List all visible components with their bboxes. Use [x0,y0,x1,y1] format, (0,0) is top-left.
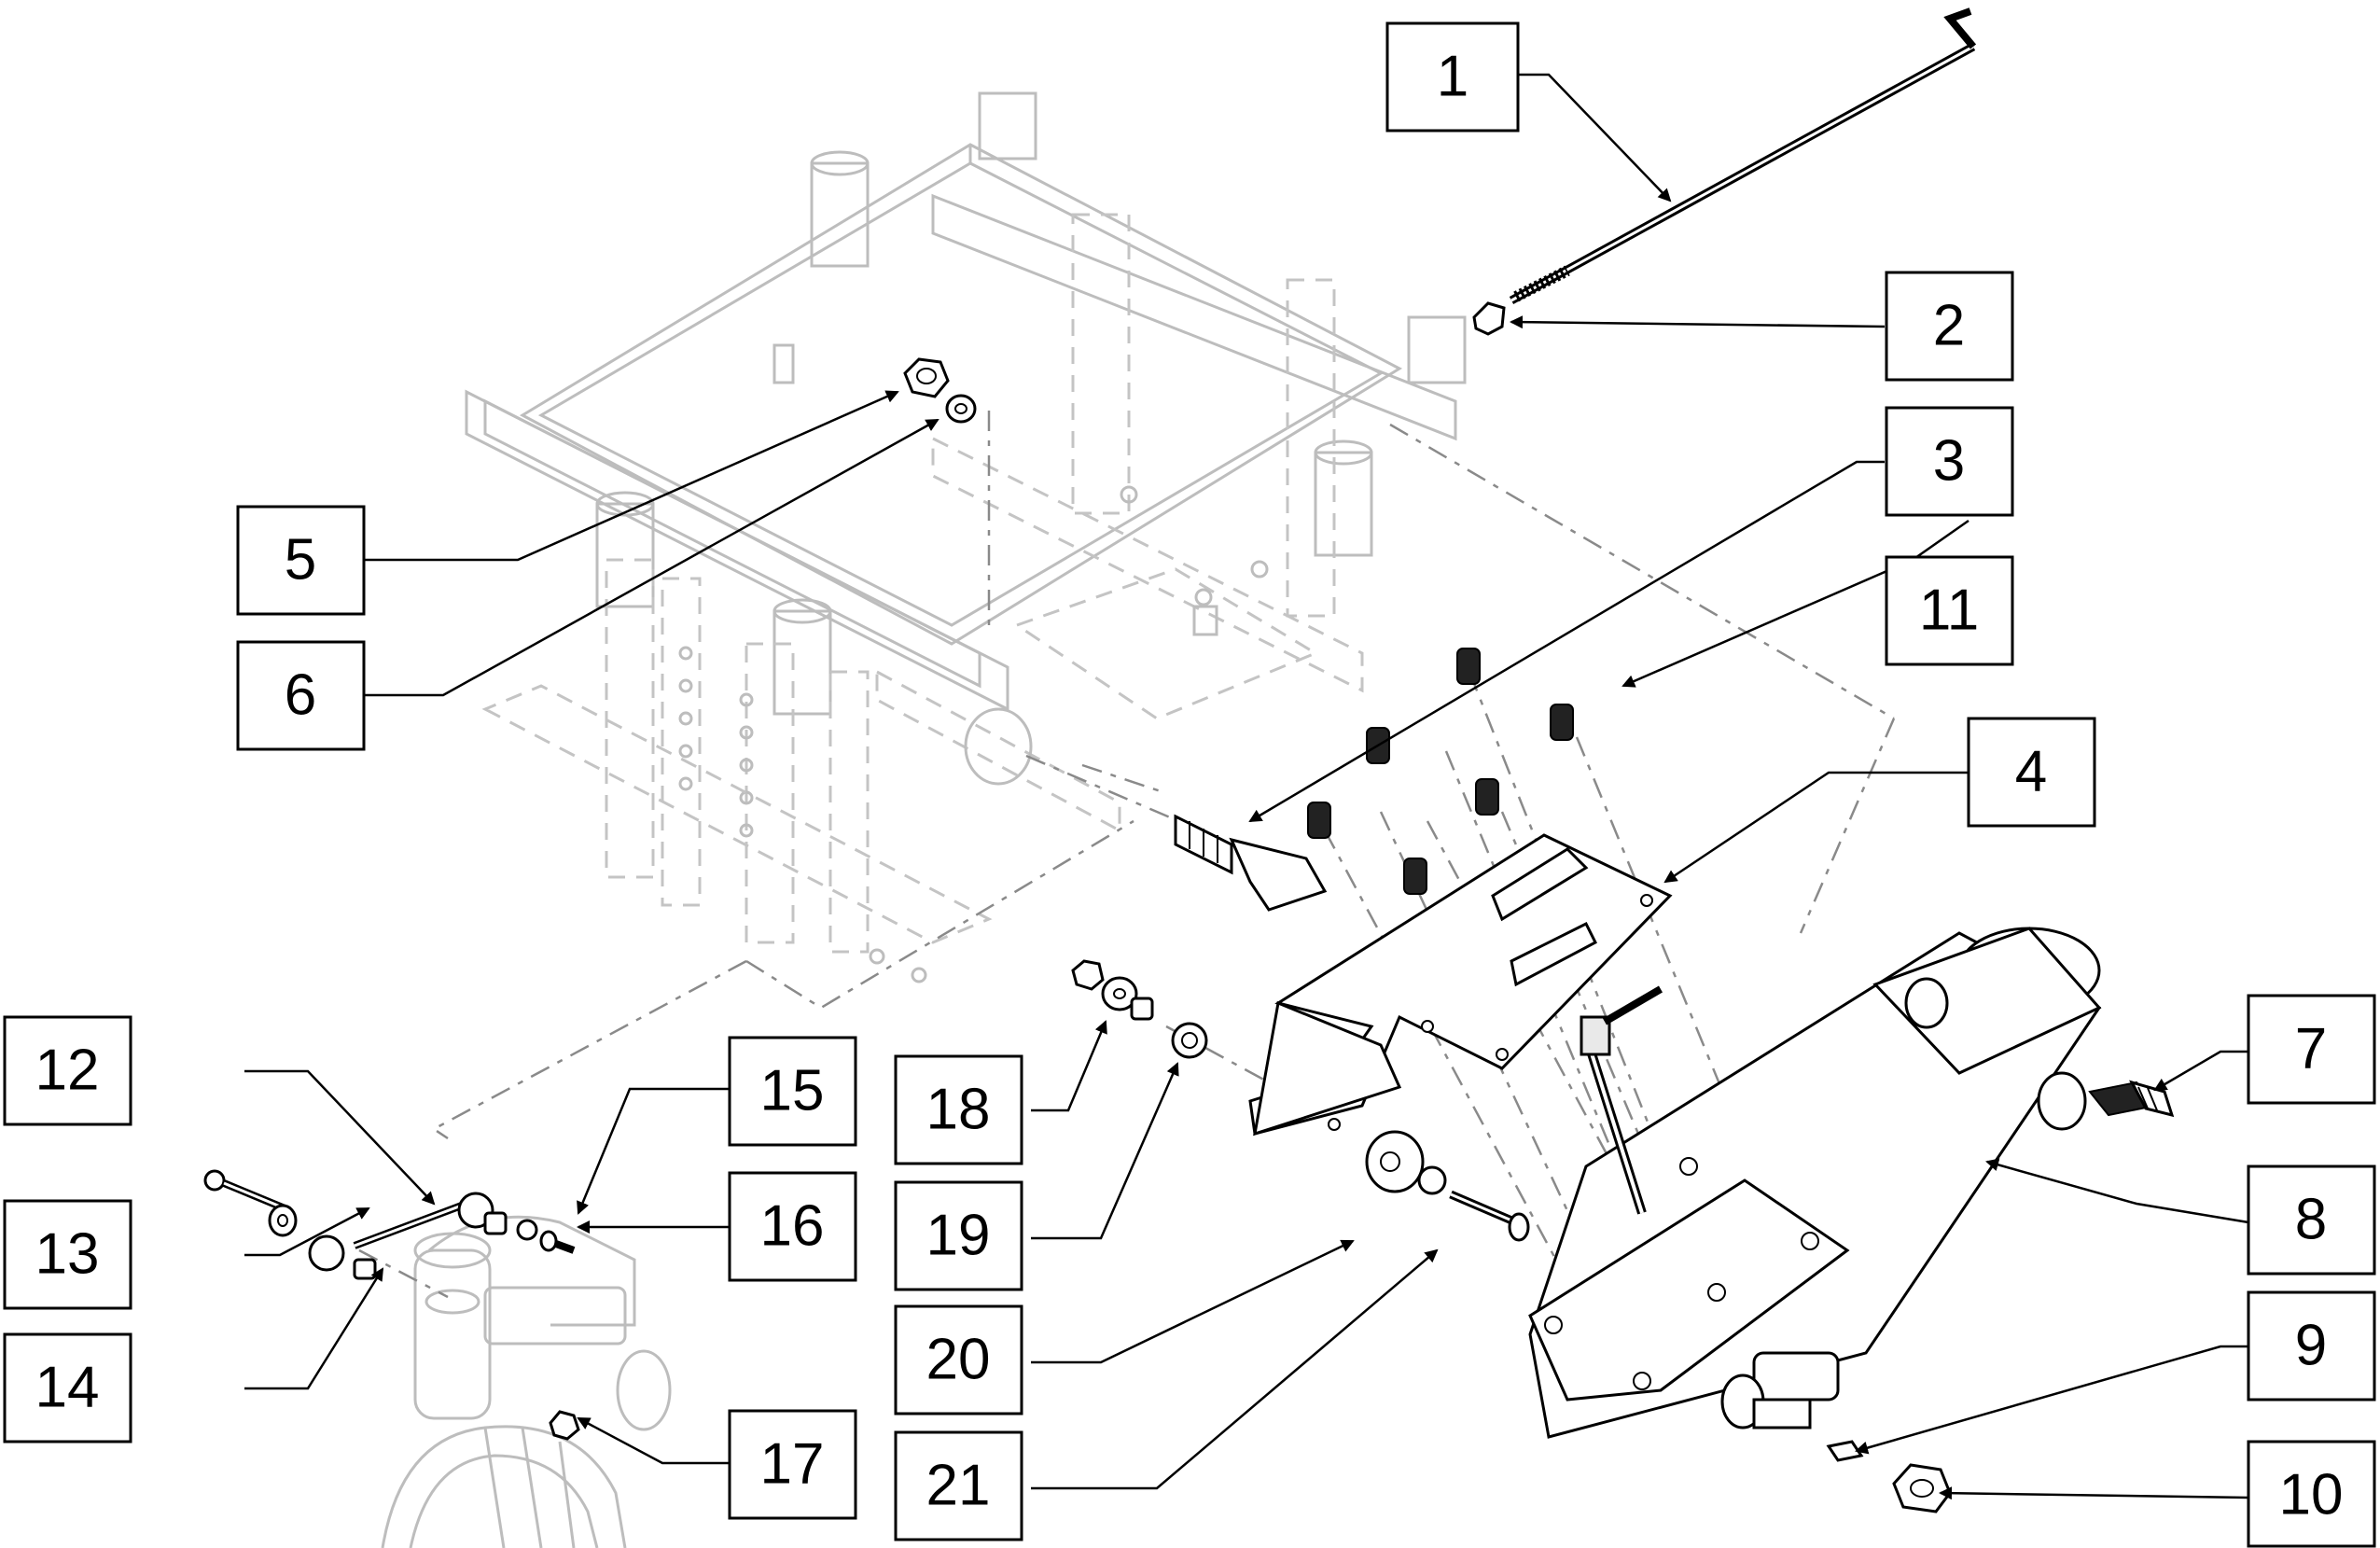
callout-20: 20 [894,1304,1023,1416]
svg-text:13: 13 [35,1222,100,1287]
callout-14: 14 [3,1332,132,1443]
nut-part-10 [1892,1463,1952,1513]
callout-8: 8 [2247,1164,2376,1276]
callout-4: 4 [1967,717,2096,828]
nut-part-2 [1472,301,1506,336]
callout-16: 16 [728,1171,857,1282]
nut-part-5 [903,357,950,398]
motor-part-8 [1528,927,2102,1439]
svg-text:3: 3 [1933,429,1965,494]
bearing-part-20 [1365,1130,1447,1195]
svg-text:8: 8 [2295,1188,2327,1252]
svg-text:10: 10 [2279,1463,2344,1527]
callout-3: 3 [1885,406,2014,517]
svg-text:19: 19 [926,1204,991,1268]
bolt-part-3 [1174,814,1328,912]
rod-part-1 [1509,7,1977,304]
svg-text:20: 20 [926,1328,991,1392]
key-part-9 [1826,1440,1864,1462]
callout-15: 15 [728,1036,857,1147]
socket-screws-part-11 [1307,648,1574,895]
nut-part-18 [1071,959,1154,1021]
bolt-part-21 [1449,1190,1530,1242]
bracket-part-4 [1248,833,1673,1137]
svg-text:7: 7 [2295,1017,2327,1081]
callout-21: 21 [894,1430,1023,1541]
svg-text:21: 21 [926,1454,991,1518]
callout-5: 5 [236,505,366,616]
svg-text:6: 6 [285,663,316,728]
svg-text:14: 14 [35,1356,100,1420]
washer-part-14 [268,1204,298,1237]
hardware-parts [203,7,2175,1513]
svg-text:5: 5 [285,528,316,593]
svg-text:16: 16 [760,1194,825,1259]
callout-12: 12 [3,1015,132,1126]
svg-text:4: 4 [2015,740,2047,804]
callout-10: 10 [2247,1440,2376,1548]
svg-text:2: 2 [1933,294,1965,358]
washer-part-6 [945,394,977,424]
leader-lines [244,73,2249,1500]
nut-part-17 [549,1410,580,1441]
screw-part-16 [539,1230,576,1254]
callout-19: 19 [894,1180,1023,1291]
callout-1: 1 [1385,21,1520,132]
spacer-part-15 [483,1211,538,1241]
callout-18: 18 [894,1054,1023,1165]
svg-text:18: 18 [926,1078,991,1142]
svg-text:11: 11 [1919,579,1979,643]
caster-ghost-drawing [381,1215,672,1548]
callout-11: 11 [1885,555,2014,666]
svg-text:12: 12 [35,1039,100,1103]
svg-text:9: 9 [2295,1314,2327,1378]
svg-text:15: 15 [760,1059,825,1123]
brush-part-7 [2088,1080,2175,1118]
callout-9: 9 [2247,1290,2376,1402]
bolt-part-13 [203,1169,291,1214]
callout-6: 6 [236,640,366,751]
frame-ghost-drawing [465,91,1467,983]
svg-text:1: 1 [1437,45,1468,109]
callout-7: 7 [2247,994,2376,1105]
svg-text:17: 17 [760,1432,825,1497]
callout-boxes: 1 2 3 4 5 6 7 8 [3,21,2376,1548]
callout-2: 2 [1885,271,2014,382]
callout-17: 17 [728,1409,857,1520]
callout-13: 13 [3,1199,132,1310]
spacer-part-19 [1171,1022,1208,1059]
